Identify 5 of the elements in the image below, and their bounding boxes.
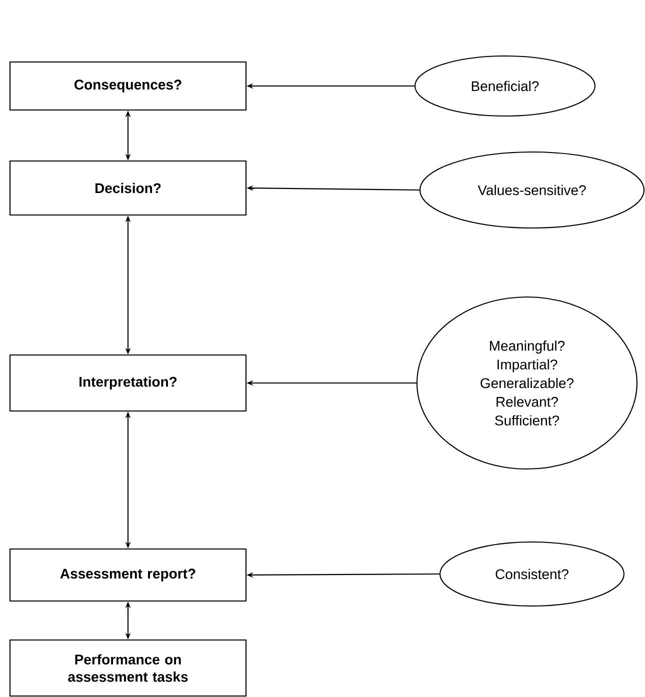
process-box: Decision? (9, 160, 247, 216)
process-box: Assessment report? (9, 548, 247, 602)
process-box: Interpretation? (9, 354, 247, 412)
process-box: Consequences? (9, 61, 247, 111)
process-box: Performance on assessment tasks (9, 639, 247, 697)
